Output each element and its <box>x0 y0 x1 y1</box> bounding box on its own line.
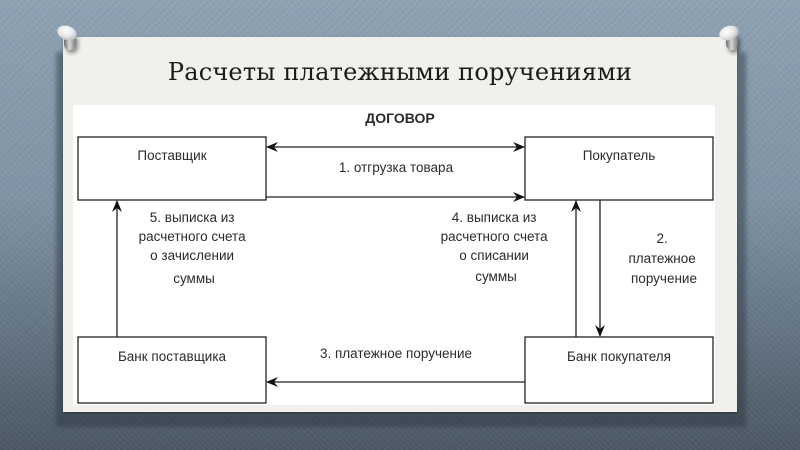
step5-label-line: суммы <box>173 271 215 286</box>
step4-label-line: суммы <box>475 269 517 284</box>
node-supplier-bank-label: Банк поставщика <box>118 349 227 364</box>
node-buyer-bank-box <box>524 336 714 404</box>
step5-label-line: расчетного счета <box>139 229 246 244</box>
pushpin-left-icon <box>55 23 83 56</box>
step1-label: 1. отгрузка товара <box>339 160 454 175</box>
node-buyer-label: Покупатель <box>583 148 656 163</box>
step2-label-line: платежное <box>628 251 695 266</box>
slide-title: Расчеты платежными поручениями <box>167 58 633 86</box>
node-supplier-bank-box <box>77 336 267 404</box>
step5-label-line: о зачислении <box>150 248 234 263</box>
node-buyer: Покупатель <box>524 136 714 201</box>
node-supplier: Поставщик <box>77 136 267 201</box>
pushpin-right-icon <box>717 23 745 56</box>
node-supplier-label: Поставщик <box>137 148 206 163</box>
node-buyer-bank: Банк покупателя <box>524 336 714 404</box>
step4-label-line: о списании <box>459 248 529 263</box>
node-supplier-box <box>77 136 267 201</box>
contract-header: ДОГОВОР <box>365 110 435 126</box>
step2-label-line: поручение <box>631 271 697 286</box>
step4-label: 4. выписка из расчетного счета о списани… <box>441 210 552 284</box>
step4-label-line: 4. выписка из <box>452 210 537 225</box>
step3-label: 3. платежное поручение <box>320 346 472 361</box>
step4-label-line: расчетного счета <box>441 229 548 244</box>
node-buyer-bank-label: Банк покупателя <box>567 349 671 364</box>
step5-label: 5. выписка из расчетного счета о зачисле… <box>139 210 250 286</box>
node-buyer-box <box>524 136 714 201</box>
node-supplier-bank: Банк поставщика <box>77 336 267 404</box>
step5-label-line: 5. выписка из <box>150 210 235 225</box>
step2-label: 2. платежное поручение <box>628 231 699 286</box>
step2-label-line: 2. <box>656 231 667 246</box>
